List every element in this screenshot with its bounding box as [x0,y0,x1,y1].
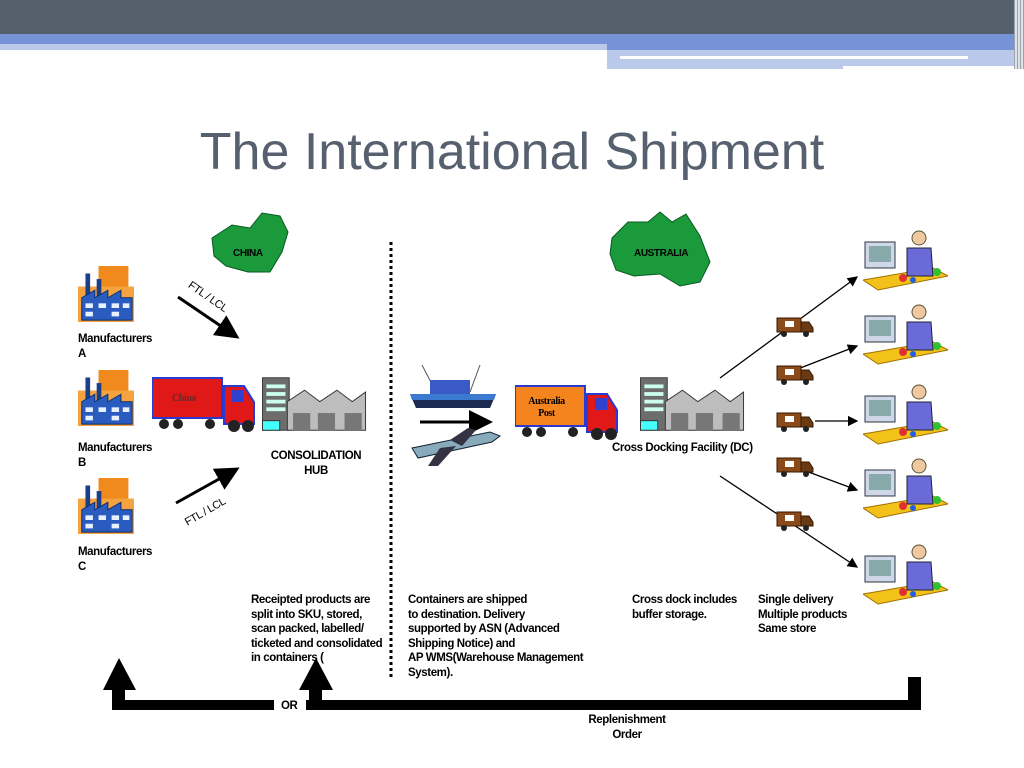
replenishment-loop [103,658,921,710]
china-map-icon [211,212,289,273]
manufacturer-a-name: Manufacturers [78,333,153,345]
cross-docking-label: Cross Docking Facility (DC) [612,442,753,454]
store-1-icon [863,230,948,291]
manufacturer-a-letter: A [78,347,86,360]
australia-label: AUSTRALIA [634,248,689,259]
crossdock-note-line: Cross dock includes [632,594,737,606]
hub-note-line: split into SKU, stored, [251,608,362,621]
header-accent [0,34,1024,44]
hub-note-line: Receipted products are [251,594,371,606]
australia-map-icon [609,211,711,287]
china-truck-label: China [172,393,197,404]
hub-note-line: scan packed, labelled/ [251,623,364,635]
or-label: OR [281,700,298,712]
store-5-icon [863,544,948,605]
china-label: CHINA [233,248,263,259]
australia-post-truck-label: Australia Post [524,396,569,420]
manufacturer-a-label: Manufacturers A [78,332,152,361]
airplane-icon [411,428,502,466]
hub-note-line: in containers ( [251,652,324,664]
header-stripes [1014,0,1024,69]
shipping-note: Containers are shipped to destination. D… [408,593,584,680]
manufacturer-c-label: Manufacturers C [78,545,152,574]
delivery-note-line: Same store [758,623,817,635]
delivery-van-1-icon [776,317,814,338]
header-bar [0,0,1024,34]
shipping-note-line: Shipping Notice) and [408,637,515,650]
delivery-van-5-icon [776,511,814,532]
delivery-van-4-icon [776,457,814,478]
replenishment-order-label: Replenishment Order [567,713,687,742]
hub-label-line2: HUB [304,464,328,477]
shipping-note-line: AP WMS(Warehouse Management [408,652,584,664]
header-accent-right [607,44,1017,50]
manufacturer-c-name: Manufacturers [78,546,153,558]
australia-post-line2: Post [538,408,555,419]
ftl-arrow-bottom [175,467,240,505]
delivery-note-line: Single delivery [758,594,834,606]
shipping-note-line: Containers are shipped [408,594,528,606]
header-accent-light [0,44,620,50]
store-3-icon [863,384,948,445]
hub-label-line1: CONSOLIDATION [270,450,362,462]
manufacturer-b-label: Manufacturers B [78,441,152,470]
cross-dock-facility-icon [640,377,745,431]
delivery-note-line: Multiple products [758,608,848,621]
header-accent-white-notch [843,66,1024,70]
slide-title: The International Shipment [199,123,825,181]
china-truck-icon [152,377,255,433]
header-accent-right-light [607,50,1017,69]
delivery-note: Single delivery Multiple products Same s… [758,593,847,637]
australia-post-line1: Australia [528,396,565,407]
manufacturer-c-letter: C [78,560,86,573]
replenishment-line2: Order [612,728,642,741]
manufacturer-b-name: Manufacturers [78,442,153,454]
factory-a-icon [78,265,134,323]
hub-note: Receipted products are split into SKU, s… [251,593,383,666]
delivery-van-2-icon [776,365,814,386]
header-accent-white-line [620,56,968,59]
ftl-arrow-top [177,295,240,339]
consolidation-hub-label: CONSOLIDATION HUB [262,449,370,478]
shipping-note-line: System). [408,666,453,679]
shipping-note-line: supported by ASN (Advanced [408,623,560,635]
factory-c-icon [78,477,134,535]
replenishment-line1: Replenishment [588,714,666,726]
store-4-icon [863,458,948,519]
delivery-van-3-icon [776,412,814,433]
hub-note-line: ticketed and consolidated [251,637,383,650]
manufacturer-b-letter: B [78,456,86,469]
factory-b-icon [78,369,134,427]
crossdock-note-line: buffer storage. [632,608,707,621]
shipping-note-line: to destination. Delivery [408,608,525,621]
consolidation-hub-icon [262,377,367,431]
store-2-icon [863,304,948,365]
ship-icon [410,364,496,408]
crossdock-note: Cross dock includes buffer storage. [632,593,737,622]
